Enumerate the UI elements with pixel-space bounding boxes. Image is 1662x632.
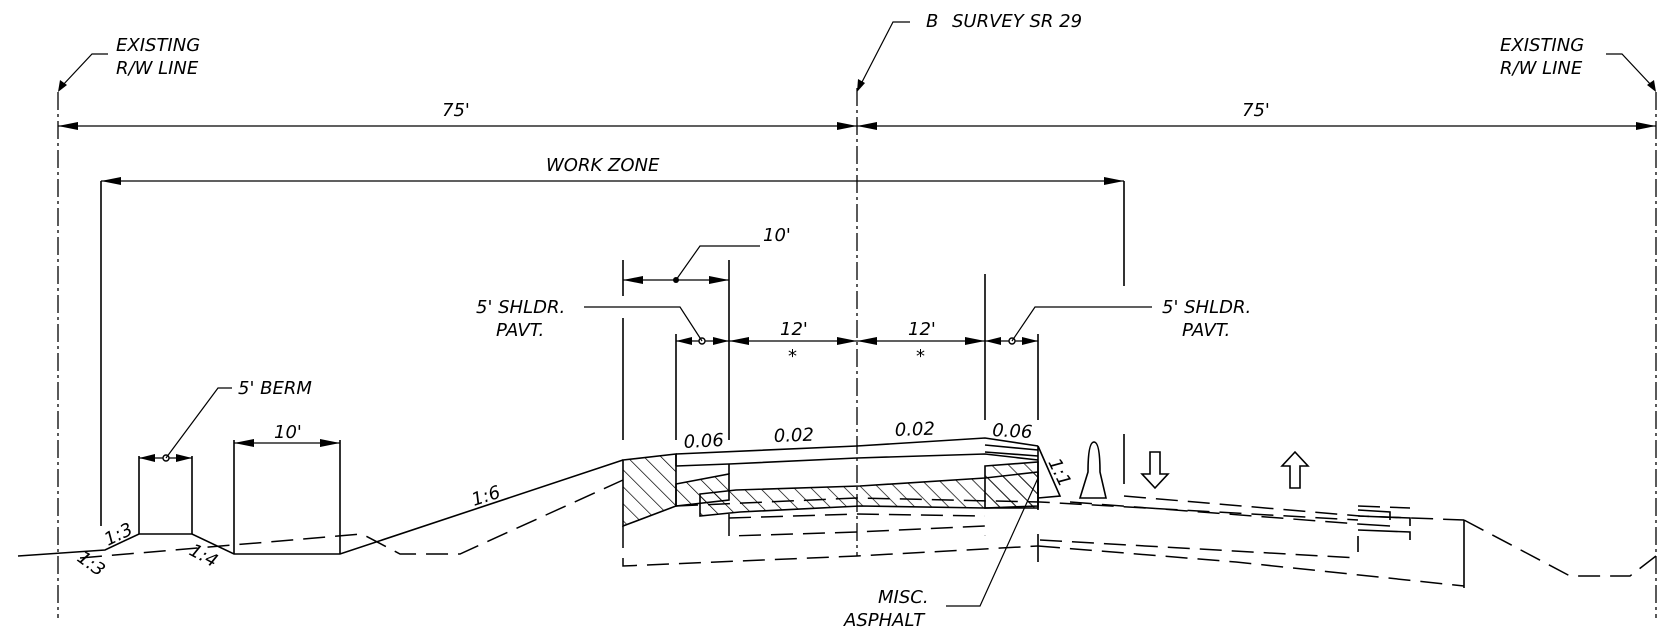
rw-left-leader	[58, 53, 108, 92]
slope-shoulder-left: 0.06	[683, 430, 724, 453]
rw-right-leader	[1606, 53, 1656, 92]
barrier-drum-icon	[1078, 441, 1108, 499]
lane-dimension-row	[584, 274, 1152, 440]
slope-1-1: 1:1	[1044, 455, 1076, 490]
rw-right-label-line1: EXISTING	[1500, 35, 1584, 56]
misc-asphalt-label-line2: ASPHALT	[843, 610, 926, 631]
hatch-left-shoulder	[622, 453, 677, 528]
dimension-10-ditch	[233, 439, 341, 554]
shoulder-left-label-line1: 5' SHLDR.	[476, 297, 565, 318]
existing-ground	[79, 479, 1657, 588]
traffic-arrow-up-icon	[1280, 450, 1310, 489]
shoulder-right-label-line2: PAVT.	[1182, 320, 1230, 341]
slope-lane-left: 0.02	[773, 425, 814, 447]
lane-right-note: *	[916, 346, 925, 367]
dimension-10-top	[622, 245, 760, 296]
work-zone-dimension	[100, 177, 1125, 526]
existing-pavement-steps	[1357, 509, 1411, 552]
misc-asphalt-label-line1: MISC.	[878, 587, 929, 608]
hatch-base-course	[699, 471, 1039, 517]
centerline-leader	[857, 21, 910, 92]
proposed-ground-left	[17, 459, 624, 557]
lane-right-width: 12'	[908, 319, 936, 340]
dimension-10-top-label: 10'	[763, 225, 791, 246]
lane-left-note: *	[788, 346, 797, 367]
hatch-right-shoulder	[984, 461, 1039, 509]
misc-asphalt-leader	[946, 477, 1039, 607]
berm-dimension	[138, 387, 232, 534]
slope-1-3-upper: 1:3	[101, 519, 136, 551]
dimension-10-ditch-label: 10'	[274, 422, 302, 443]
rw-right-label-line2: R/W LINE	[1500, 58, 1583, 79]
work-zone-label: WORK ZONE	[546, 155, 660, 176]
lane-left-width: 12'	[780, 319, 808, 340]
slope-lane-right: 0.02	[894, 419, 935, 441]
slope-shoulder-right: 0.06	[992, 420, 1033, 443]
centerline-label: SURVEY SR 29	[952, 11, 1082, 32]
centerline-prefix: B	[926, 11, 938, 32]
berm-label: 5' BERM	[238, 378, 312, 399]
dimension-75-right-label: 75'	[1242, 100, 1270, 121]
traffic-arrow-down-icon	[1140, 451, 1170, 490]
dimension-75-left-label: 75'	[442, 100, 470, 121]
rw-left-label-line2: R/W LINE	[116, 58, 199, 79]
rw-left-label-line1: EXISTING	[116, 35, 200, 56]
dimension-75-left	[58, 122, 857, 130]
shoulder-left-label-line2: PAVT.	[496, 320, 544, 341]
dimension-75-right	[857, 122, 1656, 130]
slope-1-6: 1:6	[469, 482, 503, 511]
shoulder-right-label-line1: 5' SHLDR.	[1162, 297, 1251, 318]
